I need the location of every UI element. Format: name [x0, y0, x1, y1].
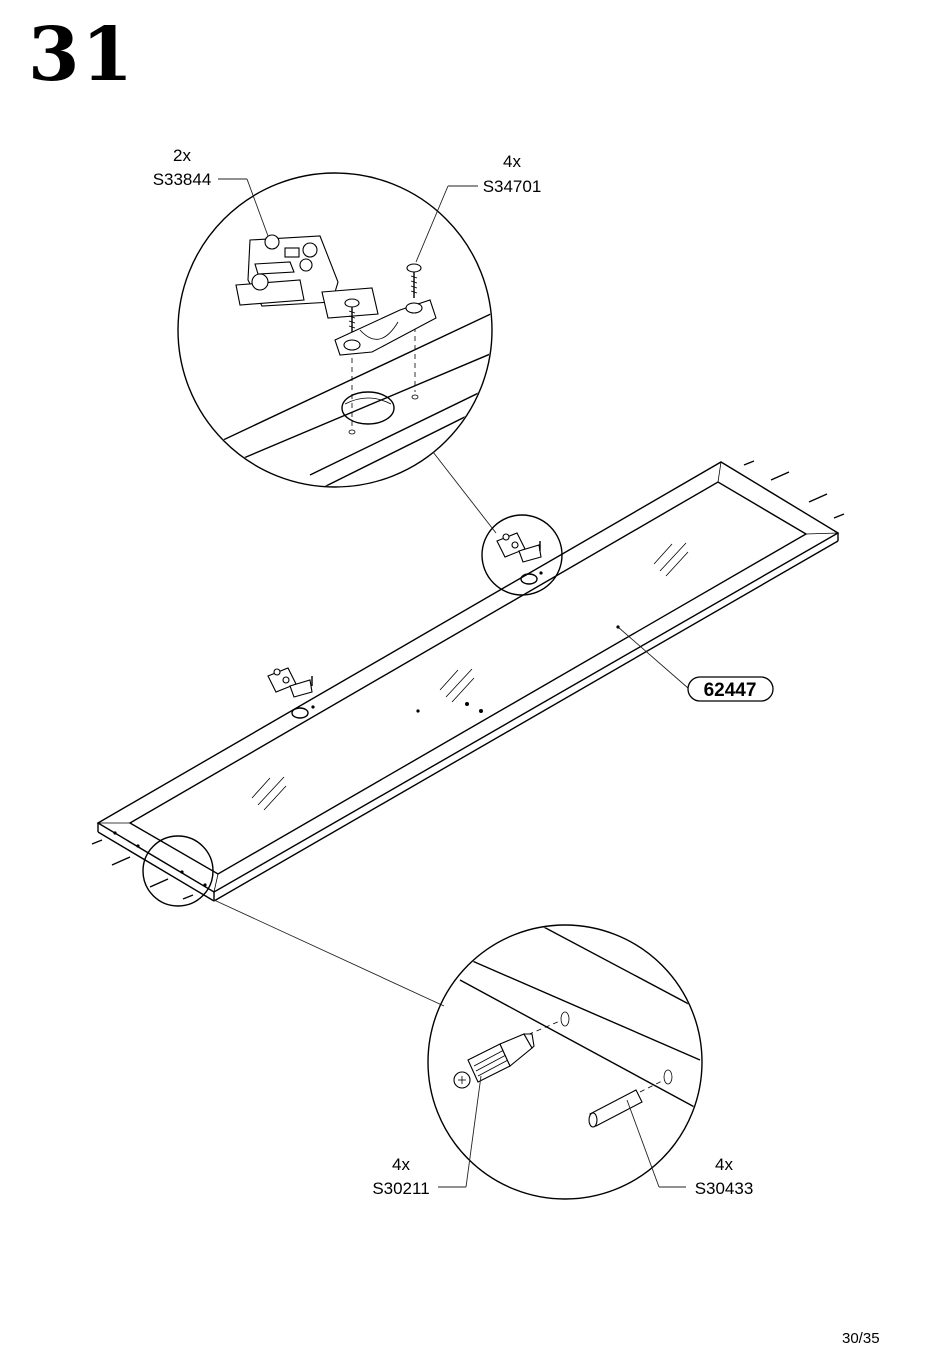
panel-code-badge: 62447 — [688, 677, 773, 701]
page-number: 30/35 — [842, 1330, 880, 1347]
hinge-detail-callout — [170, 173, 496, 533]
connectors-top-right — [744, 461, 844, 518]
hinge-detail-circle — [178, 173, 492, 487]
screw-code-label: S34701 — [483, 177, 542, 196]
connector-detail-callout — [428, 925, 702, 1199]
connector-qty-label: 4x — [392, 1155, 410, 1174]
dowel-code-label: S30433 — [695, 1179, 754, 1198]
dowel-qty-label: 4x — [715, 1155, 733, 1174]
connector-part — [454, 1034, 534, 1088]
connector-code-label: S30211 — [372, 1179, 429, 1198]
dowel-part — [589, 1090, 642, 1127]
screw-qty-label: 4x — [503, 152, 521, 171]
hinge-small-1 — [268, 668, 312, 697]
hinge-part — [236, 235, 436, 355]
hinge-small-2 — [497, 533, 541, 562]
panel-code-label: 62447 — [704, 680, 757, 701]
hinge-code-label: S33844 — [153, 170, 212, 189]
hinge-qty-label: 2x — [173, 146, 191, 165]
